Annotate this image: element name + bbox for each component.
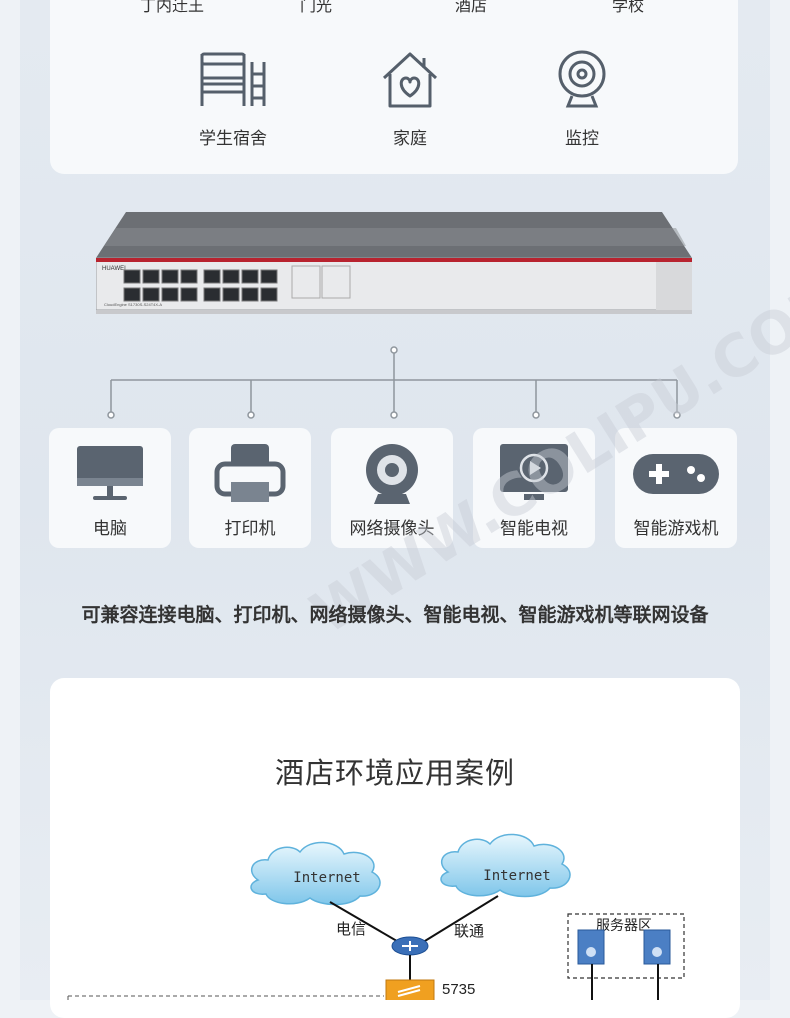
scenario-home: 家庭 <box>355 48 465 149</box>
device-label: 网络摄像头 <box>349 519 435 539</box>
ethernet-port <box>222 269 240 284</box>
ethernet-port <box>161 269 179 284</box>
ethernet-port <box>161 287 179 302</box>
scenario-monitoring: 监控 <box>527 48 637 149</box>
printer-icon <box>214 444 286 502</box>
ethernet-port <box>260 269 278 284</box>
server-icon-left <box>577 929 605 965</box>
isp-label-right: 联通 <box>454 922 484 940</box>
device-label: 打印机 <box>224 519 276 539</box>
device-card-tv: 智能电视 <box>473 428 595 548</box>
monitor-icon <box>77 446 143 500</box>
ethernet-port <box>222 287 240 302</box>
compatibility-text: 可兼容连接电脑、打印机、网络摄像头、智能电视、智能游戏机等联网设备 <box>81 604 709 626</box>
device-card-webcam: 网络摄像头 <box>331 428 453 548</box>
device-card-printer: 打印机 <box>189 428 311 548</box>
device-card-computer: 电脑 <box>49 428 171 548</box>
bunk-bed-icon <box>200 52 266 106</box>
ethernet-port <box>180 287 198 302</box>
ethernet-port <box>123 269 141 284</box>
house-heart-icon <box>382 52 438 108</box>
switch-model: CloudEngine S1730S-S24T4X-A <box>104 302 162 307</box>
internet-label-right: Internet <box>483 868 550 884</box>
webcam-icon <box>366 444 418 504</box>
cloud-right: Internet <box>440 833 571 898</box>
top-label-0: 丁内迁王 <box>140 0 205 15</box>
internet-label-left: Internet <box>293 870 360 886</box>
device-label: 智能电视 <box>500 519 568 539</box>
ethernet-port <box>203 287 221 302</box>
ethernet-port <box>241 269 259 284</box>
isp-label-left: 电信 <box>336 920 366 938</box>
ethernet-port <box>180 269 198 284</box>
scenario-label: 监控 <box>565 129 599 149</box>
port-group <box>123 269 278 302</box>
ethernet-port <box>203 269 221 284</box>
device-card-gameconsole: 智能游戏机 <box>615 428 737 548</box>
switch-image: HUAWEI CloudEngine S1730S-S24T4X-A HUAWE… <box>96 212 692 314</box>
top-label-2: 酒店 <box>455 0 488 15</box>
top-label-1: 门光 <box>300 0 333 15</box>
ethernet-port <box>142 287 160 302</box>
scenario-card <box>50 0 738 174</box>
device-label: 电脑 <box>93 519 127 539</box>
scenario-label: 家庭 <box>393 129 427 149</box>
device-label: 智能游戏机 <box>633 519 719 539</box>
ethernet-port <box>241 287 259 302</box>
top-label-3: 学校 <box>612 0 645 15</box>
webcam-icon <box>558 50 606 108</box>
ethernet-port <box>123 287 141 302</box>
server-icon-right <box>643 929 671 965</box>
smart-tv-icon <box>500 444 568 500</box>
core-switch-icon <box>385 979 435 1000</box>
case-title: 酒店环境应用案例 <box>274 756 515 790</box>
scenario-dorm: 学生宿舍 <box>178 48 288 149</box>
cloud-left: Internet <box>250 841 381 906</box>
case-card <box>50 678 740 1018</box>
ethernet-port <box>142 269 160 284</box>
switch-brand: HUAWEI <box>102 266 126 272</box>
ethernet-port <box>260 287 278 302</box>
core-switch-label: 5735 <box>442 981 475 998</box>
router-icon <box>391 936 429 956</box>
scenario-label: 学生宿舍 <box>199 129 267 149</box>
gamepad-icon <box>633 454 719 494</box>
server-area-label: 服务器区 <box>596 918 652 934</box>
